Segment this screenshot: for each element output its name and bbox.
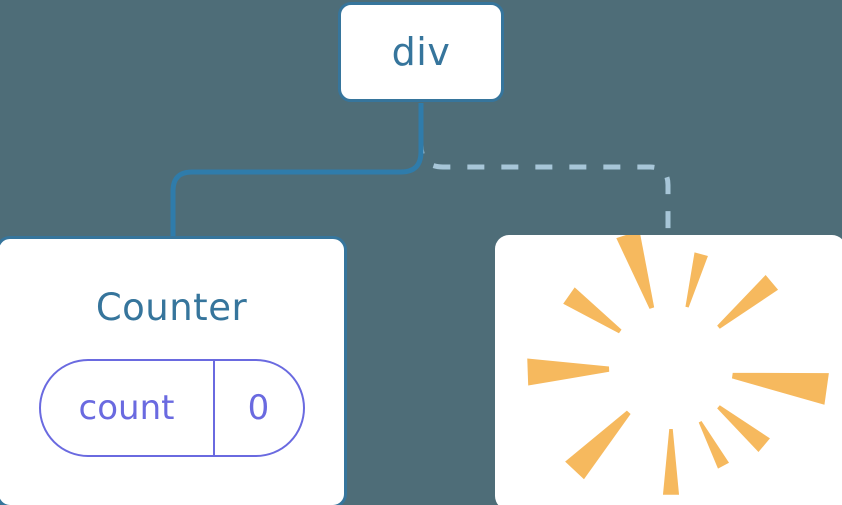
node-burst[interactable] <box>495 235 842 505</box>
sparkle-ray-5 <box>731 372 829 405</box>
node-div-label: div <box>391 30 451 74</box>
sparkle-ray-1 <box>685 252 708 308</box>
state-pill-key: count <box>41 361 215 455</box>
sparkle-ray-6 <box>717 405 770 453</box>
sparkle-ray-7 <box>565 410 631 480</box>
state-pill-value: 0 <box>247 388 270 428</box>
sparkle-ray-9 <box>698 420 730 469</box>
node-div[interactable]: div <box>338 2 504 102</box>
sparkle-ray-4 <box>527 358 610 386</box>
sparkle-ray-3 <box>563 287 622 334</box>
node-counter[interactable]: Counter count 0 <box>0 236 347 505</box>
edge-div-to-counter <box>170 103 424 238</box>
sparkle-ray-8 <box>662 428 680 495</box>
state-pill-count[interactable]: count 0 <box>38 359 305 457</box>
sparkle-ray-0 <box>616 235 655 309</box>
node-counter-label: Counter <box>95 286 248 329</box>
sparkle-burst-icon <box>527 235 829 495</box>
edge-div-to-burst <box>418 103 671 236</box>
sparkle-ray-2 <box>717 274 779 329</box>
